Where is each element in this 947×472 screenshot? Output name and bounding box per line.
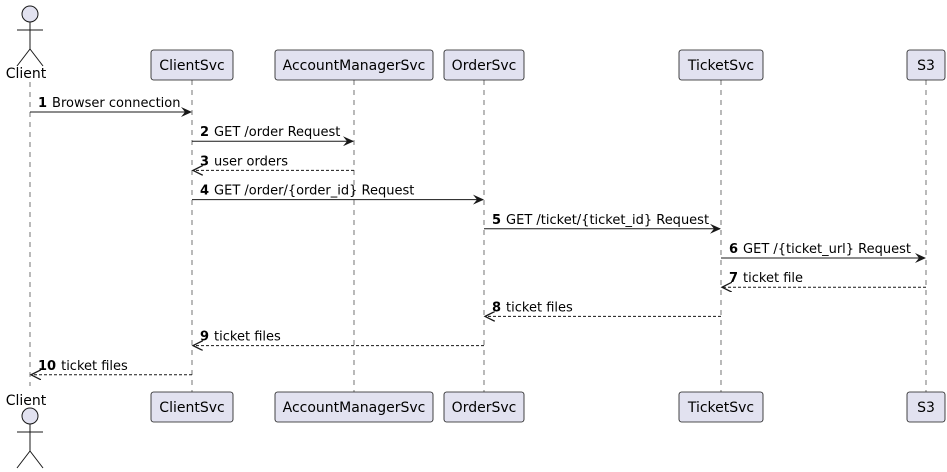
participants: ClientClientClientSvcClientSvcAccountMan… (6, 5, 946, 469)
participant-s3-bottom: S3 (906, 391, 946, 423)
message-number: 9 (200, 330, 209, 345)
message-number: 6 (729, 242, 738, 257)
actor-label: Client (6, 66, 47, 82)
participant-label: ClientSvc (159, 400, 224, 416)
message-text: GET /ticket/{ticket_id} Request (506, 213, 709, 228)
participant-label: OrderSvc (452, 400, 517, 416)
message-2: 2 GET /order Request (192, 125, 354, 147)
message-6: 6 GET /{ticket_url} Request (721, 242, 926, 263)
message-text: ticket files (214, 330, 281, 345)
message-label: 8 ticket files (492, 300, 573, 315)
message-label: 6 GET /{ticket_url} Request (729, 242, 911, 257)
message-3: 3 user orders (193, 154, 354, 170)
actor-icon (16, 5, 44, 67)
message-number: 10 (38, 359, 56, 374)
message-10: 10 ticket files (31, 359, 192, 375)
participant-box (274, 49, 434, 81)
participant-box (443, 49, 525, 81)
participant-label: OrderSvc (452, 58, 517, 74)
participant-box (906, 49, 946, 81)
actor-icon (16, 407, 44, 469)
message-number: 2 (200, 125, 209, 140)
participant-ordersvc-top: OrderSvc (443, 49, 525, 81)
message-4: 4 GET /order/{order_id} Request (192, 184, 484, 205)
message-label: 1 Browser connection (38, 96, 181, 111)
message-text: GET /{ticket_url} Request (743, 242, 911, 257)
actor-client-bottom: Client (6, 393, 47, 469)
message-label: 2 GET /order Request (200, 125, 340, 140)
participant-s3-top: S3 (906, 49, 946, 81)
participant-box (150, 391, 234, 423)
participant-label: AccountManagerSvc (283, 58, 426, 74)
participant-ticketsvc-top: TicketSvc (678, 49, 764, 81)
message-text: Browser connection (52, 96, 180, 111)
participant-box (906, 391, 946, 423)
participant-box (443, 391, 525, 423)
participant-accountmanagersvc-top: AccountManagerSvc (274, 49, 434, 81)
message-label: 7 ticket file (729, 271, 803, 286)
message-text: ticket file (743, 271, 803, 286)
message-text: user orders (214, 154, 288, 169)
participant-label: TicketSvc (687, 400, 754, 416)
message-text: GET /order/{order_id} Request (214, 184, 414, 199)
participant-accountmanagersvc-bottom: AccountManagerSvc (274, 391, 434, 423)
message-number: 8 (492, 300, 501, 315)
message-label: 9 ticket files (200, 330, 281, 345)
message-9: 9 ticket files (193, 330, 484, 346)
actor-client-top: Client (6, 5, 47, 82)
participant-box (678, 49, 764, 81)
participant-label: S3 (917, 400, 935, 416)
message-text: GET /order Request (214, 125, 340, 140)
message-label: 4 GET /order/{order_id} Request (200, 184, 414, 199)
message-label: 5 GET /ticket/{ticket_id} Request (492, 213, 709, 228)
participant-label: S3 (917, 58, 935, 74)
message-text: ticket files (506, 300, 573, 315)
participant-ticketsvc-bottom: TicketSvc (678, 391, 764, 423)
message-number: 1 (38, 96, 47, 111)
participant-ordersvc-bottom: OrderSvc (443, 391, 525, 423)
participant-label: TicketSvc (687, 58, 754, 74)
message-5: 5 GET /ticket/{ticket_id} Request (484, 213, 721, 234)
message-number: 3 (200, 154, 209, 169)
participant-box (678, 391, 764, 423)
message-number: 5 (492, 213, 501, 228)
actor-label: Client (6, 393, 47, 409)
participant-label: AccountManagerSvc (283, 400, 426, 416)
message-7: 7 ticket file (722, 271, 926, 287)
message-number: 4 (200, 184, 209, 199)
message-text: ticket files (61, 359, 128, 374)
participant-clientsvc-bottom: ClientSvc (150, 391, 234, 423)
participant-clientsvc-top: ClientSvc (150, 49, 234, 81)
message-1: 1 Browser connection (30, 96, 192, 117)
participant-box (150, 49, 234, 81)
lifelines (29, 80, 927, 392)
message-label: 3 user orders (200, 154, 288, 169)
participant-label: ClientSvc (159, 58, 224, 74)
message-number: 7 (729, 271, 738, 286)
message-8: 8 ticket files (485, 300, 721, 316)
message-label: 10 ticket files (38, 359, 128, 374)
participant-box (274, 391, 434, 423)
